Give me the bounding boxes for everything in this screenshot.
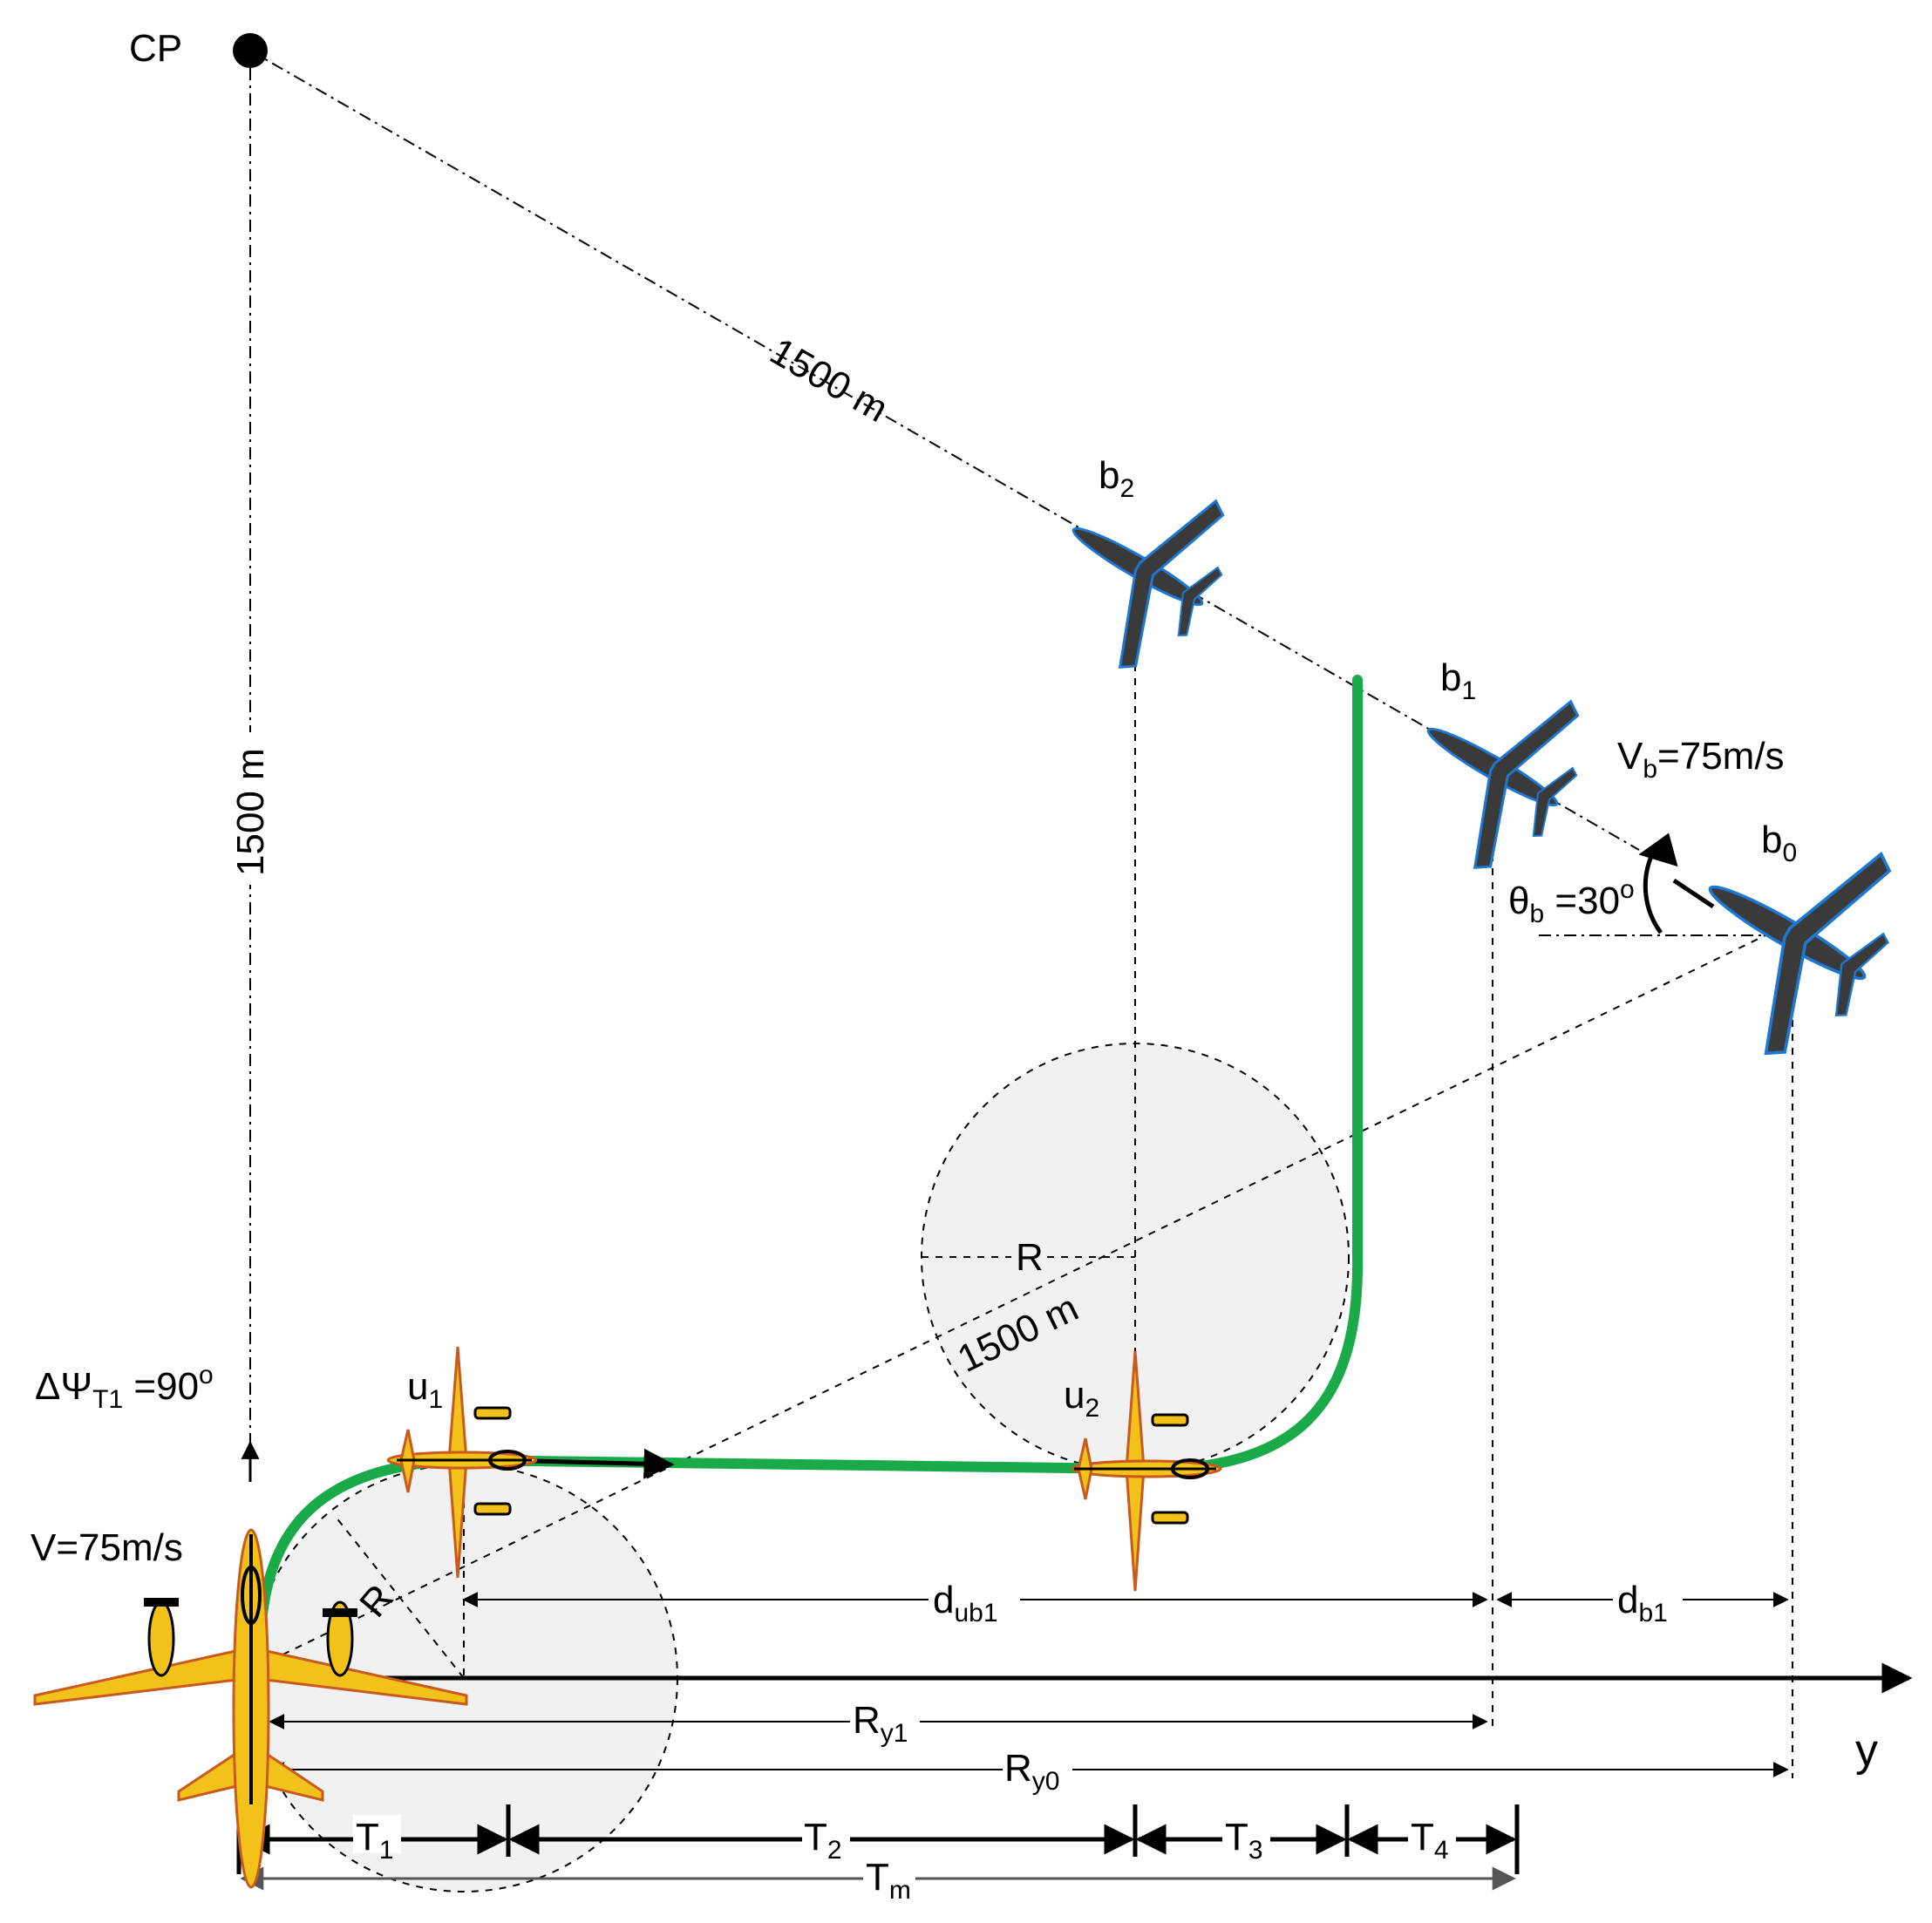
u2-label: u2 [1064, 1374, 1099, 1423]
bomber-b0-aircraft [1708, 851, 1892, 1056]
bomber-b1-aircraft [1426, 699, 1580, 869]
d-ub1-label: dub1 [933, 1579, 998, 1627]
t4-label: T4 [1411, 1816, 1449, 1865]
r-y0-label: Ry0 [1004, 1747, 1059, 1796]
t2-label: T2 [804, 1816, 842, 1865]
b2-label: b2 [1099, 454, 1134, 503]
d-b1-label: db1 [1617, 1579, 1668, 1627]
tm-label: Tm [866, 1856, 911, 1905]
heading-change-label: ΔΨT1 =90o [35, 1361, 214, 1414]
b1-label: b1 [1440, 656, 1476, 705]
uav-u2-aircraft [1071, 1350, 1222, 1592]
u1-label: u1 [407, 1365, 443, 1414]
theta-arrowhead [1638, 832, 1678, 867]
bomber-b2-aircraft [1071, 499, 1225, 669]
dist-cp-b-label: 1500 m [763, 330, 895, 431]
bomber-speed-label: Vb=75m/s [1617, 735, 1785, 784]
theta-label: θb =30o [1508, 875, 1635, 928]
y-axis-label: y [1855, 1725, 1878, 1776]
b0-heading-line [1672, 878, 1715, 909]
cp-label: CP [129, 27, 182, 70]
dist-vertical-label-group: 1500 m [229, 732, 272, 885]
radius-line-1 [335, 1516, 465, 1679]
t3-label: T3 [1225, 1816, 1263, 1865]
b0-label: b0 [1761, 819, 1797, 867]
theta-arc [1643, 853, 1663, 934]
r-y1-label: Ry1 [853, 1699, 908, 1748]
uav-u1-aircraft [386, 1346, 538, 1579]
radius-2-label: R [1016, 1236, 1044, 1279]
dist-cp-vertical-label: 1500 m [229, 748, 272, 876]
t1-label: T1 [356, 1816, 394, 1865]
uav-speed-label: V=75m/s [31, 1526, 183, 1569]
cp-diagonal-line [249, 50, 1640, 851]
uav-main-aircraft [33, 1528, 468, 1889]
uav-to-b0-line [269, 934, 1766, 1661]
